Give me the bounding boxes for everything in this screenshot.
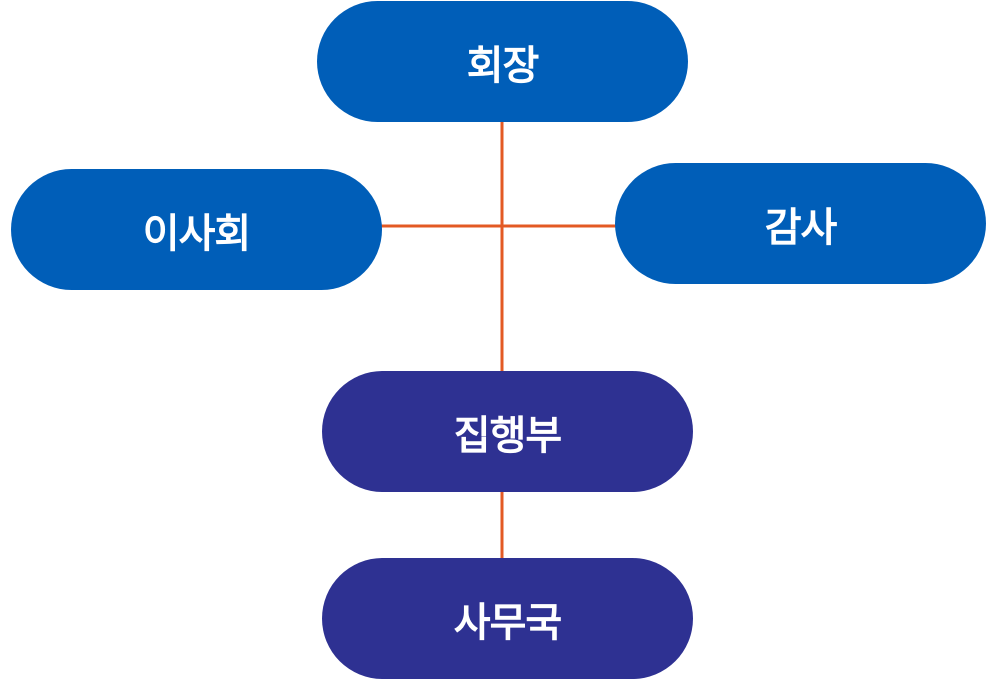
node-auditor-label: 감사 xyxy=(764,204,838,251)
node-auditor: 감사 xyxy=(615,163,986,284)
node-board: 이사회 xyxy=(11,169,382,290)
node-board-label: 이사회 xyxy=(142,210,251,257)
node-executive: 집행부 xyxy=(322,371,693,492)
node-secretariat-label: 사무국 xyxy=(453,599,562,646)
node-secretariat: 사무국 xyxy=(322,558,693,679)
node-president: 회장 xyxy=(317,1,688,122)
node-executive-label: 집행부 xyxy=(453,412,562,459)
node-president-label: 회장 xyxy=(466,42,540,89)
